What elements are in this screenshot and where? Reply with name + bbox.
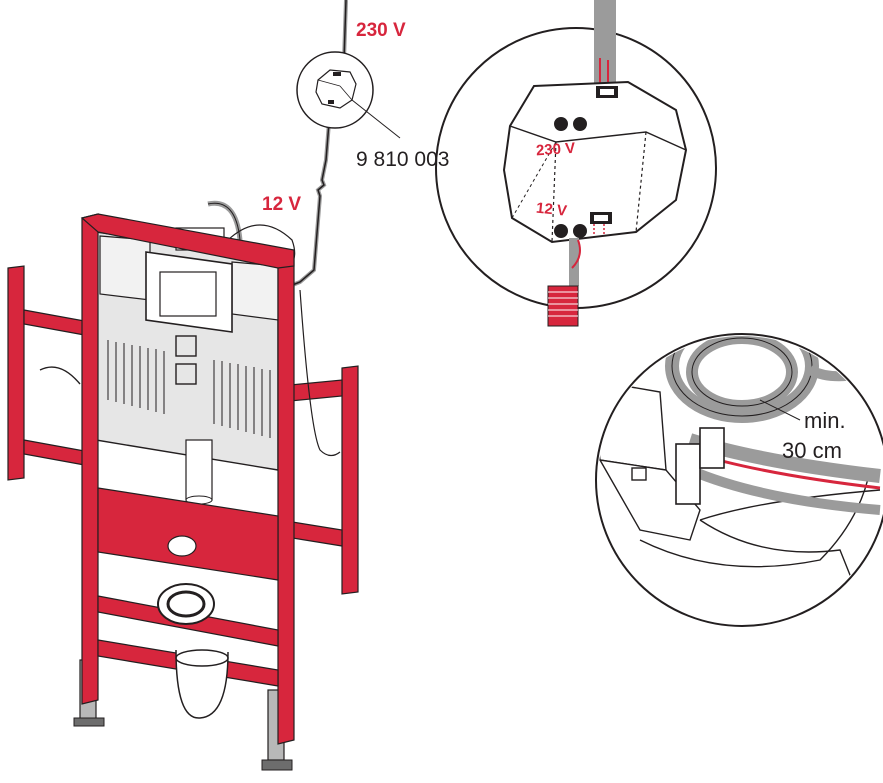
label-article-number: 9 810 003 [356,148,449,171]
installation-frame-icon [7,213,359,771]
label-min-length-line1: min. [804,408,846,433]
label-min-length-line2: 30 cm [782,438,842,463]
power-supply-box-icon [435,0,717,309]
cable-clip-icon [631,427,725,505]
label-low-voltage: 12 V [262,194,301,215]
power-box-small-callout [296,51,401,139]
cistern-ribs [107,340,271,438]
label-box-mains-voltage: 230 V [535,140,575,160]
label-box-low-voltage: 12 V [535,200,567,220]
mains-cable [289,0,348,288]
label-mains-voltage: 230 V [356,20,406,41]
cable-coil-icon [547,285,579,327]
